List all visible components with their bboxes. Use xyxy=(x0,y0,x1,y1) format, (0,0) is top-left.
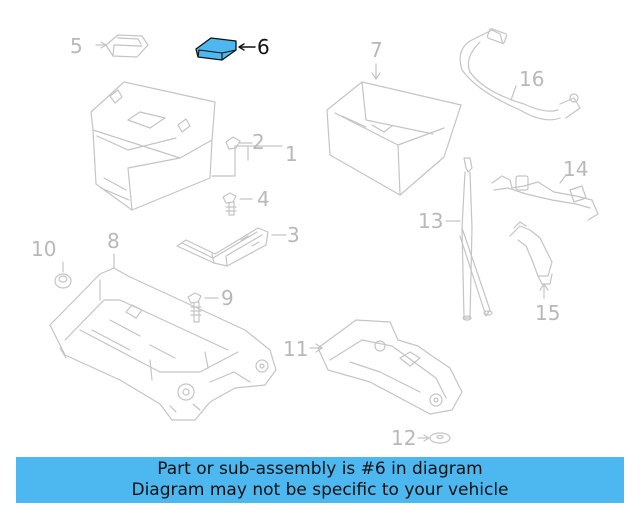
callout-15: 15 xyxy=(535,301,561,325)
callout-1: 1 xyxy=(285,142,298,166)
part-7-box xyxy=(326,63,462,196)
callout-5: 5 xyxy=(70,34,83,58)
part-11-pad xyxy=(309,319,463,415)
banner-line-1: Part or sub-assembly is #6 in diagram xyxy=(157,459,483,479)
part-10-nut xyxy=(54,261,72,289)
banner-line-2: Diagram may not be specific to your vehi… xyxy=(131,480,509,500)
callout-2: 2 xyxy=(252,130,265,154)
callout-12: 12 xyxy=(391,426,417,450)
part-2-clip xyxy=(225,136,253,150)
callout-16: 16 xyxy=(519,67,545,91)
part-6-pad-highlighted xyxy=(195,37,256,61)
part-13-strut xyxy=(445,157,493,321)
part-5-sensor xyxy=(95,34,149,58)
callout-9: 9 xyxy=(221,286,234,310)
callout-11: 11 xyxy=(283,337,309,361)
callout-7: 7 xyxy=(370,38,383,62)
callout-14: 14 xyxy=(563,157,589,181)
part-12-washer xyxy=(417,432,451,444)
part-3-bracket xyxy=(176,227,287,267)
part-8-tray xyxy=(49,253,277,421)
callout-13: 13 xyxy=(418,209,444,233)
part-16-cable xyxy=(459,28,581,121)
info-banner: Part or sub-assembly is #6 in diagram Di… xyxy=(16,457,624,503)
part-15-cable xyxy=(509,221,553,299)
callout-3: 3 xyxy=(287,223,300,247)
part-1-battery xyxy=(90,81,283,211)
callout-10: 10 xyxy=(31,237,57,261)
callout-4: 4 xyxy=(257,187,270,211)
part-4-bolt xyxy=(222,192,253,216)
callout-8: 8 xyxy=(107,229,120,253)
part-14-cable xyxy=(491,174,599,221)
callout-6: 6 xyxy=(257,35,270,59)
part-9-bolt xyxy=(187,292,219,323)
